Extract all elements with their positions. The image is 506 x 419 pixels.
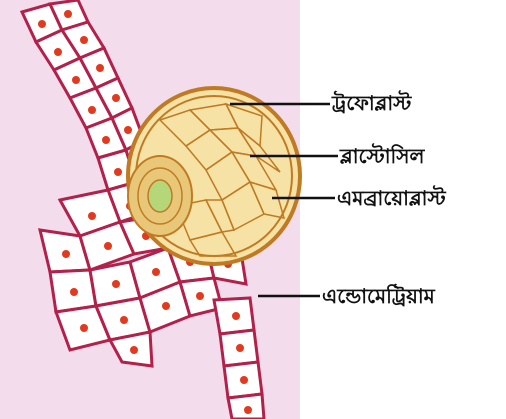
- embryoblast-inner-cell-mass: [128, 156, 192, 236]
- label-blastocoel: ব্লাস্টোসিল: [340, 145, 424, 167]
- blastocyst: [128, 88, 300, 264]
- label-embryoblast: এমব্রায়োব্লাস্ট: [337, 187, 446, 209]
- label-trophoblast: ট্রফোব্লাস্ট: [332, 92, 411, 114]
- label-endometrium: এন্ডোমেট্রিয়াম: [322, 285, 435, 307]
